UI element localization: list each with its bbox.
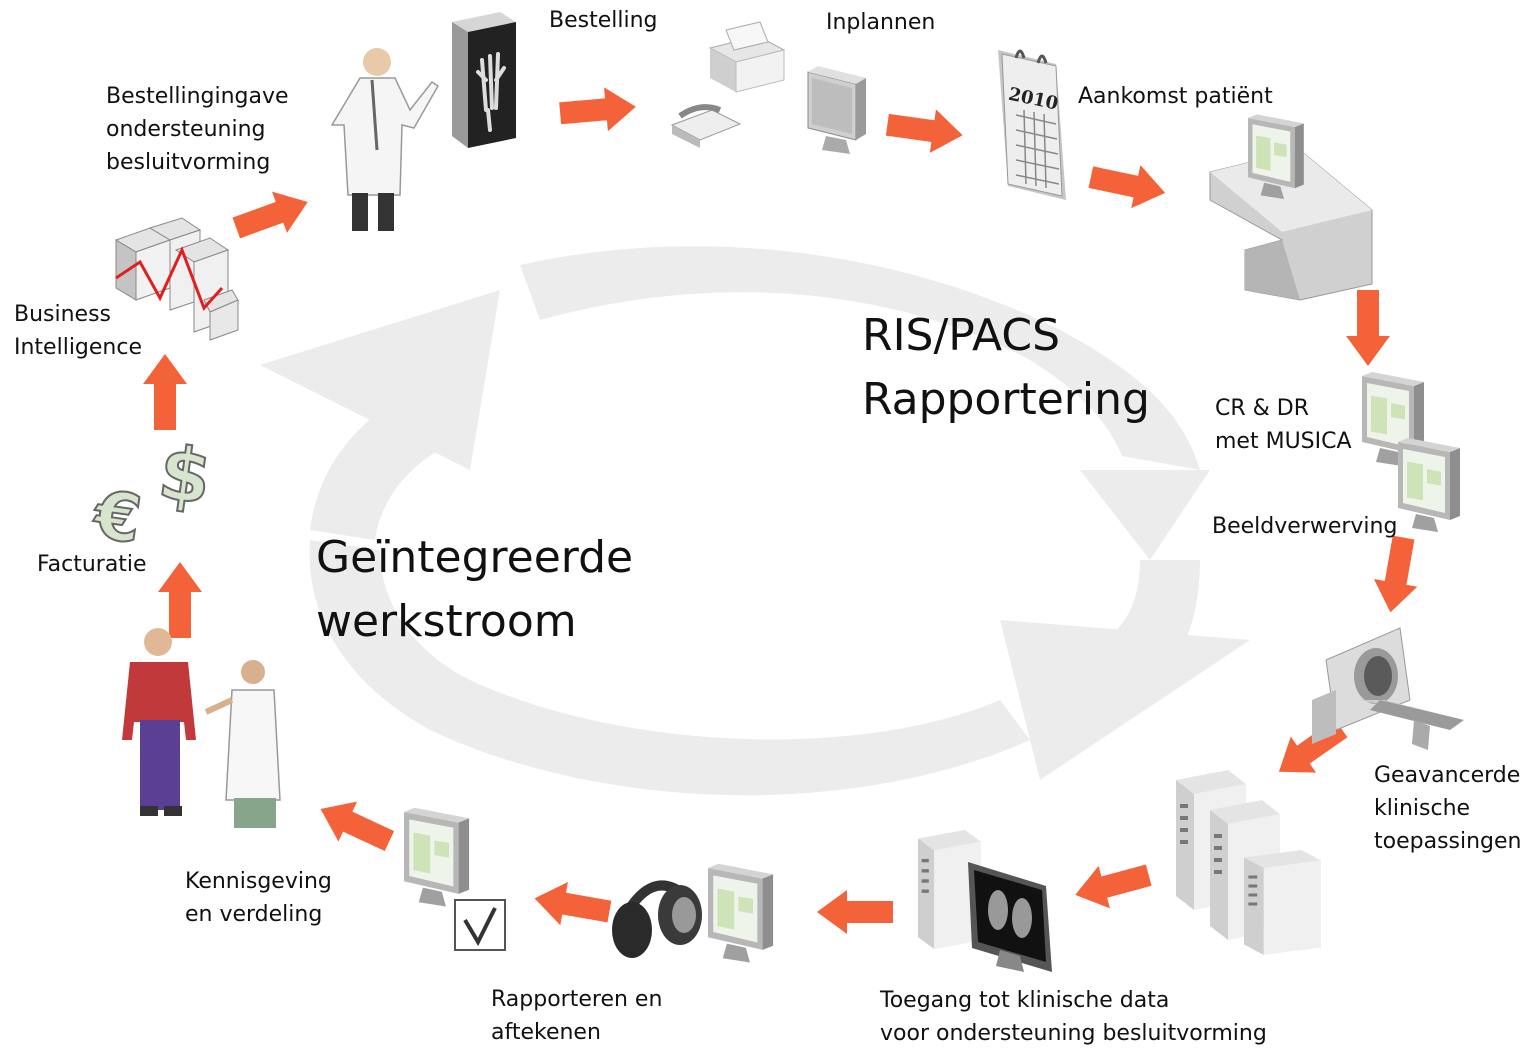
label-cr-dr: CR & DR met MUSICA	[1215, 392, 1352, 458]
geavanceerde-line2: klinische	[1374, 796, 1471, 821]
label-geavanceerde: Geavancerde klinische toepassingen	[1374, 759, 1522, 858]
bestellingingave-line1: Bestellingingave	[106, 84, 289, 109]
cr-dr-monitors-icon	[1362, 372, 1460, 532]
arrow-2	[884, 102, 966, 158]
label-bestellingingave: Bestellingingave ondersteuning besluitvo…	[106, 80, 289, 179]
cr-dr-line2: met MUSICA	[1215, 429, 1352, 454]
server-towers-icon	[1176, 770, 1321, 955]
rapporteren-line2: aftekenen	[491, 1020, 601, 1045]
doctor-xray-icon	[330, 12, 516, 231]
fax-phone-icon	[670, 21, 786, 148]
ct-scanner-icon	[1312, 627, 1464, 750]
approval-monitor-icon	[404, 807, 506, 951]
arrow-3	[1086, 155, 1170, 215]
svg-text:€: €	[88, 476, 146, 559]
currency-icon: $ €	[87, 429, 218, 560]
title-line1: RIS/PACS	[862, 310, 1060, 361]
kennisgeving-line1: Kennisgeving	[185, 869, 332, 894]
arrow-11	[158, 562, 202, 638]
geavanceerde-line3: toepassingen	[1374, 829, 1522, 854]
cr-dr-line1: CR & DR	[1215, 396, 1310, 421]
kennisgeving-line2: en verdeling	[185, 902, 323, 927]
geavanceerde-line1: Geavancerde	[1374, 763, 1521, 788]
business-intelligence-chart-icon	[114, 217, 239, 341]
label-aankomst: Aankomst patiënt	[1078, 84, 1273, 109]
reporting-monitor-icon	[708, 863, 774, 963]
reception-desk-icon	[1209, 114, 1373, 301]
arrow-7	[1069, 853, 1155, 917]
scheduling-monitor-icon	[807, 66, 866, 154]
patient-doctor-consult-icon	[122, 628, 281, 828]
business-line1: Business	[14, 302, 112, 327]
arrow-12	[143, 354, 187, 430]
integrated-workflow-title: Geïntegreerde werkstroom	[316, 526, 633, 654]
label-bestelling: Bestelling	[549, 8, 658, 33]
bestellingingave-line2: ondersteuning	[106, 117, 266, 142]
arrow-9	[530, 876, 614, 934]
ris-pacs-title: RIS/PACS Rapportering	[862, 304, 1150, 432]
cycle-arrows	[260, 246, 1250, 796]
label-beeldverwerving: Beeldverwerving	[1212, 514, 1398, 539]
label-rapporteren: Rapporteren en aftekenen	[491, 983, 662, 1049]
label-business: Business Intelligence	[14, 298, 142, 364]
svg-text:$: $	[154, 430, 217, 522]
toegang-line2: voor ondersteuning besluitvorming	[880, 1021, 1267, 1046]
rapporteren-line1: Rapporteren en	[491, 987, 663, 1012]
label-kennisgeving: Kennisgeving en verdeling	[185, 865, 332, 931]
arrow-13	[228, 181, 316, 249]
arrow-1	[558, 84, 638, 136]
arrow-8	[817, 890, 893, 934]
arrow-4	[1346, 290, 1390, 366]
calendar-icon: 2010	[998, 49, 1066, 200]
label-toegang: Toegang tot klinische data voor onderste…	[880, 984, 1267, 1050]
business-line2: Intelligence	[14, 335, 143, 360]
label-facturatie: Facturatie	[37, 552, 147, 577]
cycle-label-line2: werkstroom	[316, 596, 577, 647]
toegang-line1: Toegang tot klinische data	[880, 988, 1170, 1013]
clinical-data-workstation-icon	[918, 830, 1052, 972]
arrow-5	[1368, 533, 1426, 617]
cycle-label-line1: Geïntegreerde	[316, 532, 634, 583]
bestellingingave-line3: besluitvorming	[106, 150, 271, 175]
label-inplannen: Inplannen	[826, 10, 936, 35]
dictation-headset-icon	[612, 880, 702, 958]
arrow-10	[311, 789, 399, 861]
title-line2: Rapportering	[862, 374, 1150, 425]
